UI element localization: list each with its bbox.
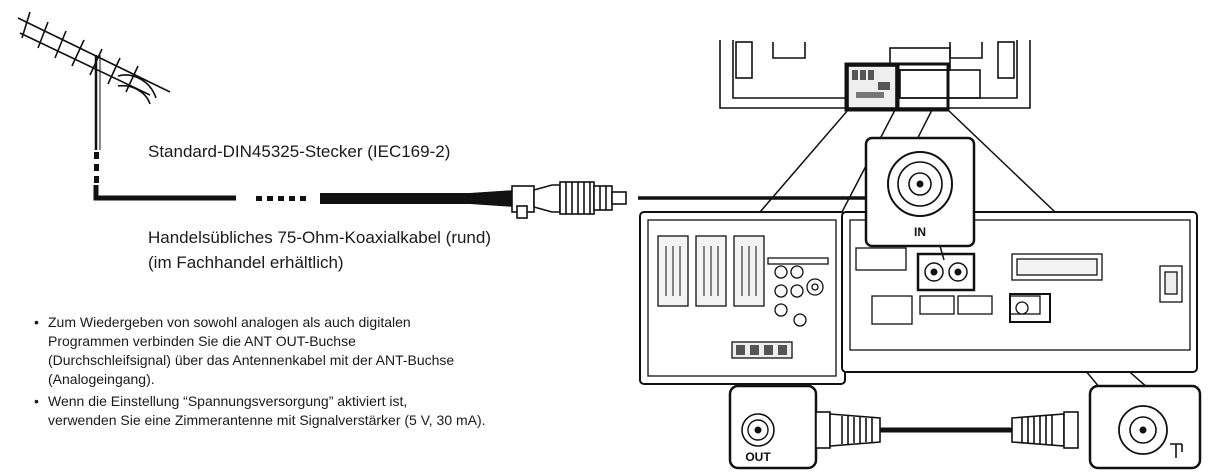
note-line: (Durchschleifsignal) über das Antennenka… — [48, 352, 455, 368]
link-cable — [815, 411, 1079, 449]
cable-label-line-2: (im Fachhandel erhältlich) — [148, 253, 344, 272]
ant-out-callout — [728, 384, 818, 470]
note-item: • Wenn die Einstellung “Spannungsversorg… — [34, 392, 694, 430]
notes-list: • Zum Wiedergeben von sowohl analogen al… — [34, 313, 694, 433]
note-line: Zum Wiedergeben von sowohl analogen als … — [48, 314, 411, 330]
bullet: • — [34, 314, 39, 330]
ant-analog-callout — [1088, 384, 1202, 470]
note-item: • Zum Wiedergeben von sowohl analogen al… — [34, 313, 694, 389]
note-line: verwenden Sie eine Zimmerantenne mit Sig… — [48, 412, 486, 428]
note-line: (Analogeingang). — [48, 371, 155, 387]
din-plug-icon — [511, 181, 627, 219]
note-line: Programmen verbinden Sie die ANT OUT-Buc… — [48, 333, 356, 349]
antenna-icon — [17, 11, 171, 150]
coaxial-cable — [93, 185, 515, 207]
jack-out-label: OUT — [745, 450, 771, 464]
ant-in-callout — [864, 136, 976, 261]
bullet: • — [34, 393, 39, 409]
cable-label-line-1: Handelsübliches 75-Ohm-Koaxialkabel (run… — [148, 228, 492, 247]
note-line: Wenn die Einstellung “Spannungsversorgun… — [48, 393, 408, 409]
rear-panel-left-inset — [639, 211, 846, 385]
cable-drop-dots — [94, 152, 99, 183]
rear-panel-right-inset — [841, 211, 1198, 373]
jack-in-label: IN — [914, 225, 926, 239]
ant-jack-pair — [916, 252, 976, 292]
plug-label: Standard-DIN45325-Stecker (IEC169-2) — [148, 142, 451, 161]
tv-rear-illustration — [719, 40, 1031, 112]
